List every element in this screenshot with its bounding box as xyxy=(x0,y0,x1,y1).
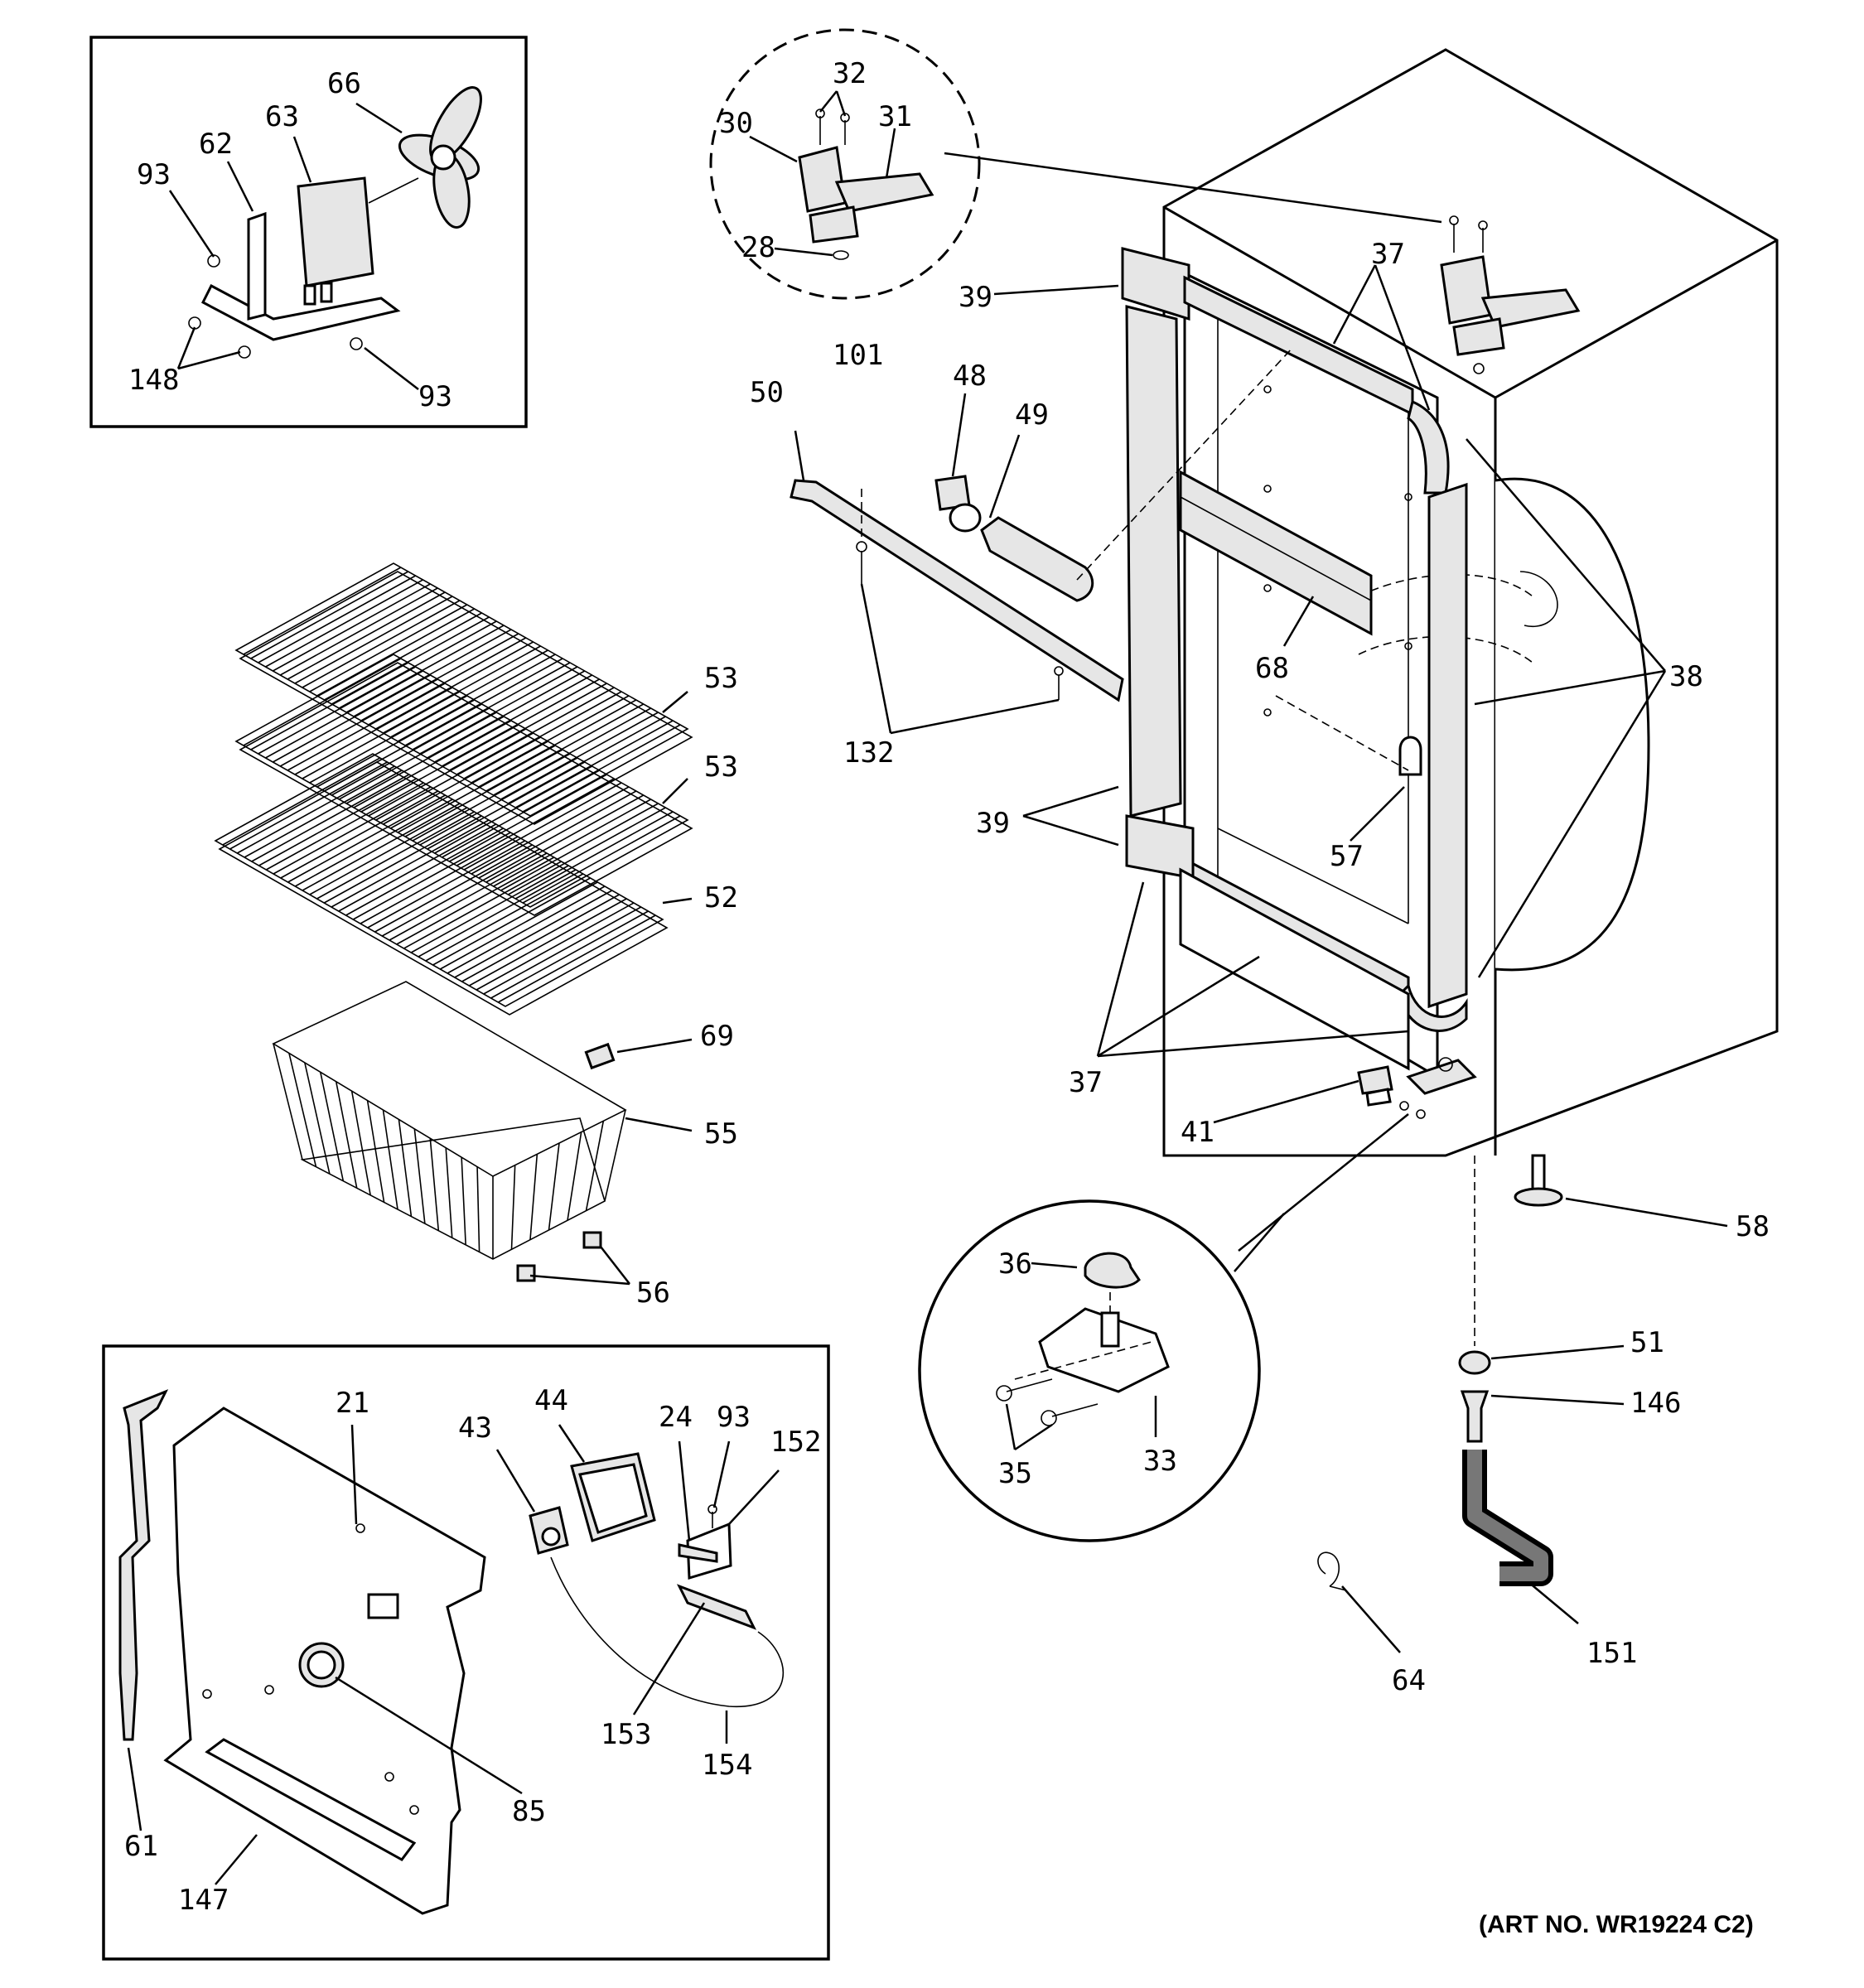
label-52-shelf-bottom: 52 xyxy=(704,881,738,914)
part-labels: 93 62 63 66 148 93 32 30 31 28 101 37 39… xyxy=(124,57,1770,1917)
label-37-gasket-bottom: 37 xyxy=(1069,1066,1103,1099)
label-38-gasket-side: 38 xyxy=(1669,660,1703,693)
label-63-fan-motor: 63 xyxy=(265,100,299,133)
label-49-light-bulb: 49 xyxy=(1015,398,1049,432)
freezer-cabinet xyxy=(1162,48,1779,1157)
label-24-bracket: 24 xyxy=(659,1401,693,1434)
drain-assembly xyxy=(1458,1156,1553,1586)
label-51-drain-plug: 51 xyxy=(1630,1326,1664,1359)
label-148-screw: 148 xyxy=(128,364,179,397)
label-36-hinge-bushing: 36 xyxy=(998,1247,1032,1281)
label-32-hinge-screws: 32 xyxy=(833,57,867,90)
label-43-thermostat: 43 xyxy=(458,1411,492,1445)
door-latch xyxy=(1275,695,1422,776)
art-number: (ART NO. WR19224 C2) xyxy=(1479,1911,1754,1938)
wire-shelves xyxy=(214,562,693,1016)
label-61-trim: 61 xyxy=(124,1830,158,1863)
top-hinge-installed xyxy=(1440,215,1581,374)
label-132-screws: 132 xyxy=(843,736,894,770)
fan-motor-inset xyxy=(89,36,528,428)
label-53-shelf-top: 53 xyxy=(704,662,738,695)
label-44-knob: 44 xyxy=(534,1384,568,1417)
label-68-shelf-support: 68 xyxy=(1255,652,1289,685)
leveling-leg xyxy=(1514,1154,1563,1207)
label-31-top-hinge: 31 xyxy=(878,100,912,133)
light-switch xyxy=(1357,1065,1393,1107)
label-66-fan-blade: 66 xyxy=(327,67,361,100)
label-50-light-shield: 50 xyxy=(750,376,784,409)
label-35-screws: 35 xyxy=(998,1457,1032,1490)
bottom-hinge-installed xyxy=(1399,1057,1477,1119)
label-48-light-socket: 48 xyxy=(953,359,987,393)
wire-clip xyxy=(1317,1551,1347,1591)
label-85-grommet: 85 xyxy=(512,1795,546,1828)
label-53-shelf-middle: 53 xyxy=(704,750,738,784)
label-21-screw: 21 xyxy=(336,1387,369,1420)
label-33-bottom-hinge: 33 xyxy=(1143,1445,1177,1478)
label-147-panel: 147 xyxy=(178,1884,229,1917)
label-41-switch: 41 xyxy=(1181,1116,1214,1149)
door-gasket xyxy=(1121,247,1468,1071)
light-bulb xyxy=(980,347,1293,602)
leader-lines xyxy=(127,90,1728,1885)
label-153-lens: 153 xyxy=(601,1718,651,1751)
label-69-stop: 69 xyxy=(700,1020,734,1053)
label-39-gasket-corner-bottom: 39 xyxy=(976,807,1010,840)
label-152-housing: 152 xyxy=(770,1426,821,1459)
label-154-harness: 154 xyxy=(702,1749,752,1782)
bottom-hinge-detail xyxy=(918,1199,1261,1542)
label-37-gasket-top: 37 xyxy=(1371,238,1405,271)
label-93-fan-screw: 93 xyxy=(137,158,171,191)
label-93-control-screw: 93 xyxy=(717,1401,751,1434)
control-panel-inset xyxy=(102,1344,830,1961)
label-57-latch: 57 xyxy=(1330,840,1364,873)
label-93-bracket-screw: 93 xyxy=(418,380,452,413)
label-101-hinge-kit: 101 xyxy=(833,339,883,372)
label-39-gasket-corner-top: 39 xyxy=(959,281,992,314)
wire-basket xyxy=(272,981,627,1282)
light-socket xyxy=(934,475,982,533)
label-58-leveling-leg: 58 xyxy=(1736,1210,1770,1243)
label-62-fan-bracket: 62 xyxy=(199,128,233,161)
label-28-washer: 28 xyxy=(741,231,775,264)
label-146-drain-adapter: 146 xyxy=(1630,1387,1681,1420)
label-30-hinge-plate: 30 xyxy=(719,107,753,140)
light-shield-strip xyxy=(790,479,1124,702)
shelf-support-bracket xyxy=(1179,470,1373,636)
top-hinge-detail xyxy=(709,28,981,300)
label-55-basket: 55 xyxy=(704,1117,738,1151)
label-151-drain-tube: 151 xyxy=(1586,1637,1637,1670)
label-56-basket-glides: 56 xyxy=(636,1276,670,1310)
label-64-clip: 64 xyxy=(1392,1664,1426,1697)
